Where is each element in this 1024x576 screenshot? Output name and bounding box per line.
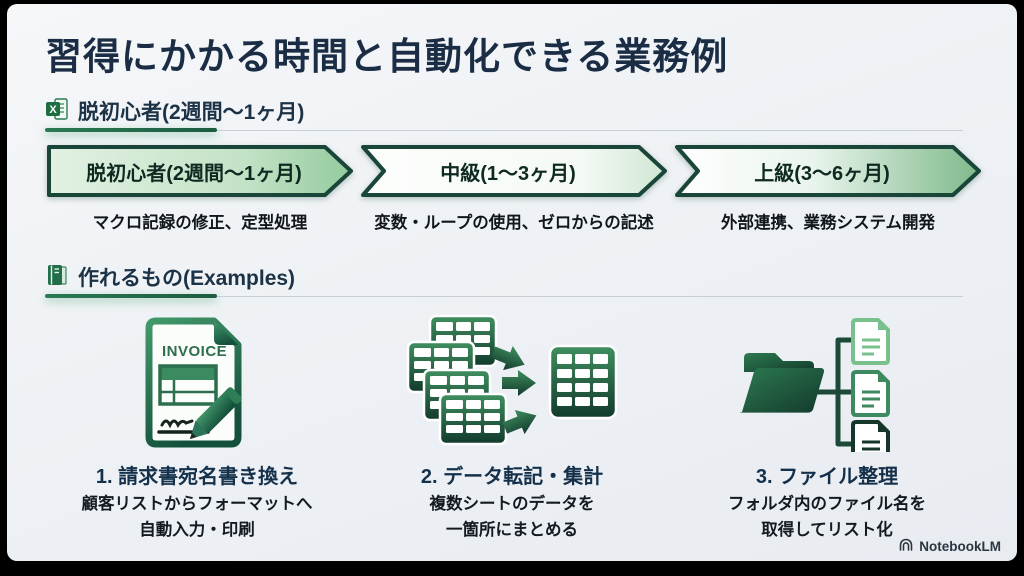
timeline-step-advanced: 上級(3〜6ヶ月) 外部連携、業務システム開発 bbox=[673, 143, 983, 233]
rule-line bbox=[217, 129, 963, 131]
example-line2: 自動入力・印刷 bbox=[139, 520, 255, 539]
watermark: NotebookLM bbox=[898, 537, 1001, 556]
invoice-label: INVOICE bbox=[162, 343, 227, 360]
rule-accent bbox=[45, 294, 217, 298]
folder-tree-icon bbox=[732, 308, 922, 456]
example-invoice: INVOICE 1. 請求書宛名書き換え bbox=[45, 308, 349, 543]
step-description: マクロ記録の修正、定型処理 bbox=[92, 214, 308, 232]
chevron-beginner bbox=[45, 143, 355, 199]
watermark-text: NotebookLM bbox=[919, 539, 1001, 554]
section-timeline-rule bbox=[45, 128, 963, 132]
slide: 習得にかかる時間と自動化できる業務例 X 脱初心者(2週間〜1ヶ月) bbox=[7, 4, 1017, 561]
step-label: 上級(3〜6ヶ月) bbox=[754, 162, 890, 185]
example-title: 2. データ転記・集計 bbox=[420, 466, 604, 488]
notebooklm-icon bbox=[898, 537, 914, 556]
example-line1: 顧客リストからフォーマットへ bbox=[81, 495, 313, 513]
step-label: 脱初心者(2週間〜1ヶ月) bbox=[86, 162, 302, 185]
invoice-icon: INVOICE bbox=[128, 308, 266, 456]
examples-row: INVOICE 1. 請求書宛名書き換え bbox=[45, 308, 979, 543]
book-icon bbox=[45, 263, 69, 292]
step-label: 中級(1〜3ヶ月) bbox=[440, 162, 576, 185]
chevron-intermediate bbox=[359, 143, 669, 199]
example-data-merge: 2. データ転記・集計 複数シートのデータを 一箇所にまとめる bbox=[360, 308, 664, 543]
section-examples-rule bbox=[45, 294, 963, 298]
example-folder-tree: 3. ファイル整理 フォルダ内のファイル名を 取得してリスト化 bbox=[675, 308, 979, 543]
section-timeline-heading: 脱初心者(2週間〜1ヶ月) bbox=[78, 101, 305, 124]
timeline-steps: 脱初心者(2週間〜1ヶ月) マクロ記録の修正、定型処理 中級(1〜3ヶ月) 変数… bbox=[45, 143, 981, 233]
page-title: 習得にかかる時間と自動化できる業務例 bbox=[45, 36, 729, 77]
example-line2: 取得してリスト化 bbox=[761, 520, 893, 539]
section-examples-heading: 作れるもの(Examples) bbox=[78, 267, 296, 290]
chevron-advanced bbox=[673, 143, 983, 199]
example-line1: フォルダ内のファイル名を bbox=[728, 495, 926, 513]
rule-accent bbox=[45, 128, 217, 132]
example-title: 1. 請求書宛名書き換え bbox=[95, 466, 299, 488]
section-examples-header: 作れるもの(Examples) bbox=[45, 262, 295, 292]
timeline-step-intermediate: 中級(1〜3ヶ月) 変数・ループの使用、ゼロからの記述 bbox=[359, 143, 669, 233]
step-description: 外部連携、業務システム開発 bbox=[720, 214, 935, 232]
timeline-step-beginner: 脱初心者(2週間〜1ヶ月) マクロ記録の修正、定型処理 bbox=[45, 143, 355, 233]
example-title: 3. ファイル整理 bbox=[755, 466, 899, 488]
step-description: 変数・ループの使用、ゼロからの記述 bbox=[374, 214, 654, 232]
excel-icon: X bbox=[45, 97, 69, 126]
rule-line bbox=[217, 295, 963, 297]
svg-text:X: X bbox=[49, 104, 57, 116]
example-line1: 複数シートのデータを bbox=[429, 495, 595, 513]
section-timeline-header: X 脱初心者(2週間〜1ヶ月) bbox=[45, 96, 304, 126]
example-line2: 一箇所にまとめる bbox=[446, 520, 578, 539]
data-merge-icon bbox=[402, 308, 622, 456]
